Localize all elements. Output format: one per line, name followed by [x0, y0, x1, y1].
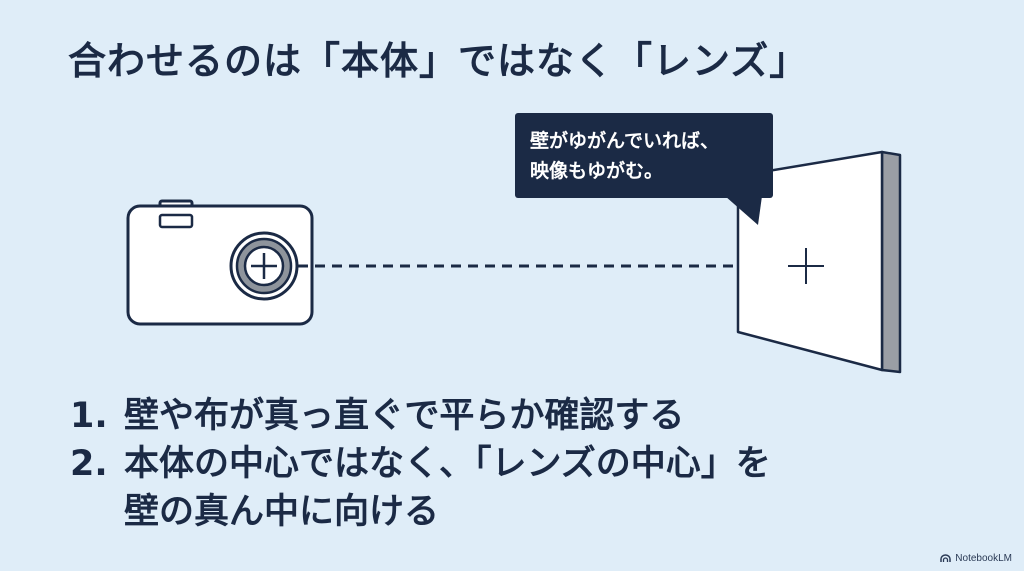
- step-2-number: 2.: [70, 444, 108, 484]
- camera-viewfinder: [158, 213, 194, 229]
- wall-face: [736, 150, 884, 372]
- callout-text: 壁がゆがんでいれば、 映像もゆがむ。: [530, 126, 719, 186]
- step-1-text: 壁や布が真っ直ぐで平らか確認する: [124, 396, 685, 436]
- brand-label: NotebookLM: [955, 553, 1012, 564]
- wall-side-edge: [880, 150, 902, 374]
- callout-tail: [725, 196, 762, 225]
- step-2: 2. 本体の中心ではなく、「レンズの中心」を: [70, 440, 771, 488]
- camera-icon: [126, 199, 314, 326]
- callout-line-2: 映像もゆがむ。: [530, 160, 664, 182]
- step-1-number: 1.: [70, 396, 108, 436]
- notebooklm-logo-icon: [940, 554, 952, 562]
- brand-watermark: NotebookLM: [940, 553, 1012, 564]
- step-2-text-continued: 壁の真ん中に向ける: [124, 492, 440, 532]
- step-2-text: 本体の中心ではなく、「レンズの中心」を: [124, 444, 771, 484]
- callout-bubble: [515, 113, 773, 225]
- steps-list: 1. 壁や布が真っ直ぐで平らか確認する 2. 本体の中心ではなく、「レンズの中心…: [70, 392, 771, 536]
- page-title: 合わせるのは「本体」ではなく「レンズ」: [68, 39, 809, 83]
- step-1: 1. 壁や布が真っ直ぐで平らか確認する: [70, 392, 771, 440]
- wall-screen: [736, 150, 902, 374]
- callout-line-1: 壁がゆがんでいれば、: [530, 130, 720, 152]
